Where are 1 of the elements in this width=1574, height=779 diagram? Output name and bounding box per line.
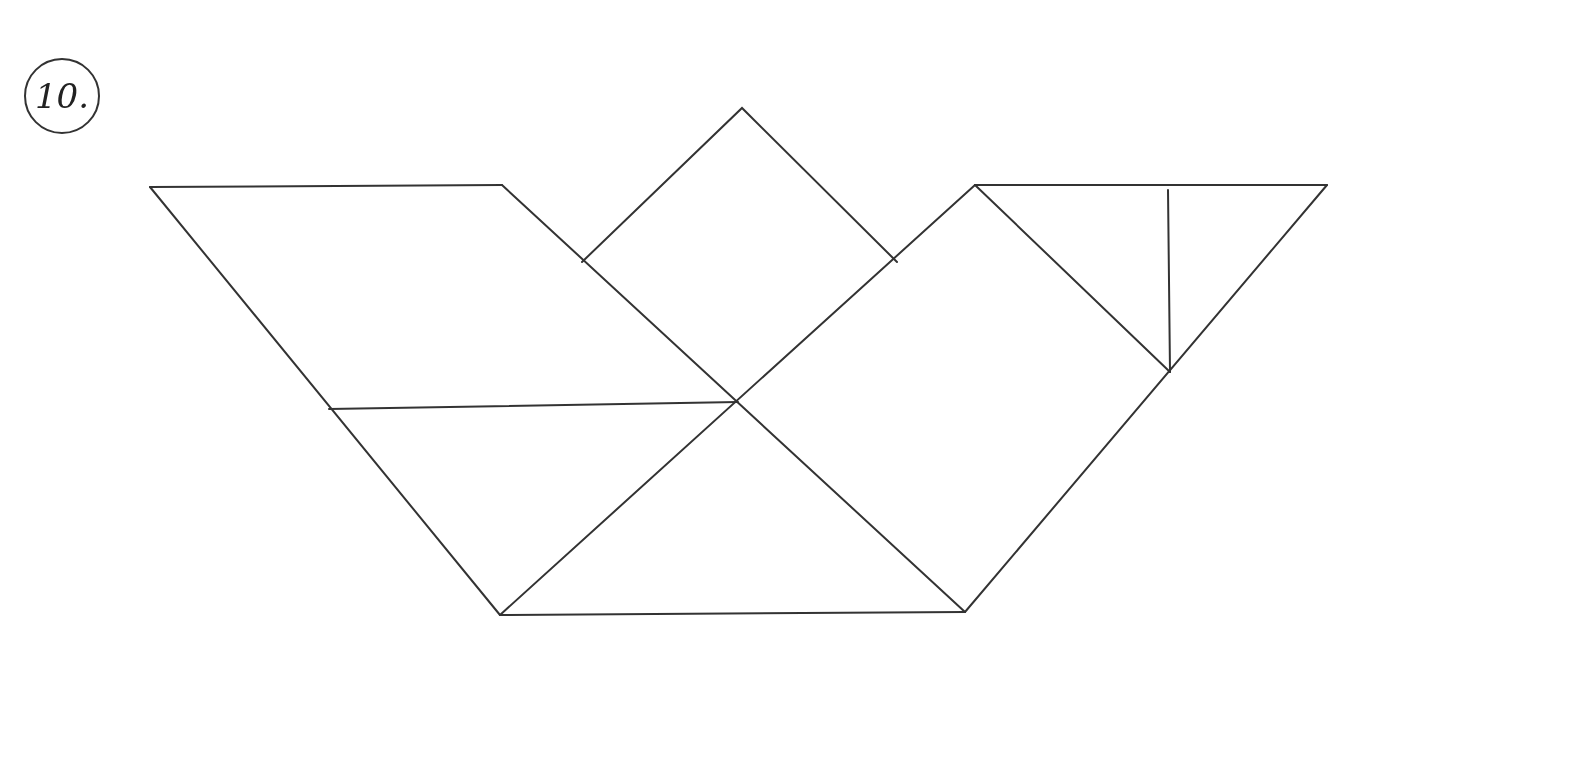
task-number: 10.: [24, 58, 100, 134]
